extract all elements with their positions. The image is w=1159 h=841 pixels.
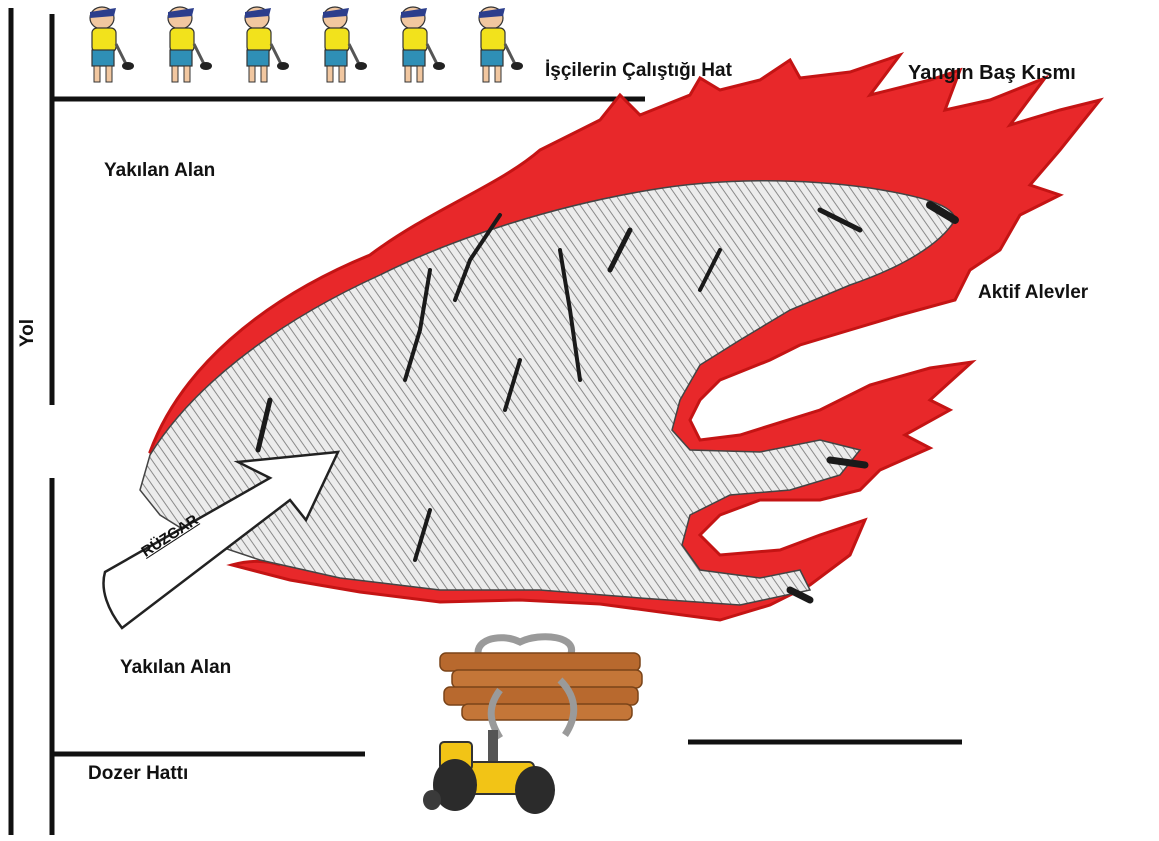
worker-icon xyxy=(323,7,367,82)
worker-icon xyxy=(401,7,445,82)
dozer-icon xyxy=(423,637,642,814)
worker-icon xyxy=(245,7,289,82)
fire-head-label: Yangın Baş Kısmı xyxy=(908,62,1076,85)
log-pile xyxy=(440,653,642,720)
workers-group xyxy=(90,7,523,82)
worker-icon xyxy=(90,7,134,82)
burned-area-top-label: Yakılan Alan xyxy=(104,160,215,182)
workers-line-label: İşçilerin Çalıştığı Hat xyxy=(545,60,732,82)
burned-area-bottom-label: Yakılan Alan xyxy=(120,657,231,679)
dozer-line-label: Dozer Hattı xyxy=(88,763,188,785)
worker-icon xyxy=(168,7,212,82)
road-lines xyxy=(11,8,52,835)
worker-icon xyxy=(479,7,523,82)
road-label: Yol xyxy=(17,319,39,347)
active-flames-label: Aktif Alevler xyxy=(978,282,1088,304)
